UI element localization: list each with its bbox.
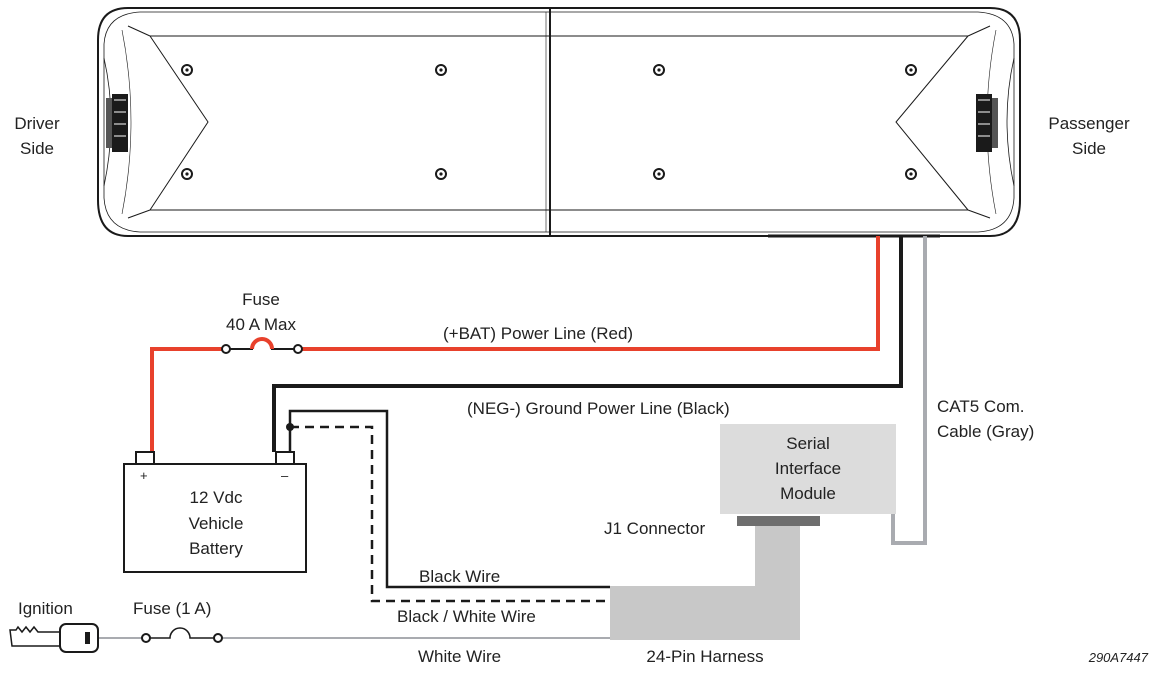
module-label-2: Interface — [775, 459, 841, 478]
black-white-wire-label: Black / White Wire — [397, 607, 536, 626]
main-fuse — [221, 337, 303, 354]
j1-connector — [737, 516, 820, 526]
passenger-side-label-1: Passenger — [1048, 114, 1130, 133]
left-end-connector — [106, 94, 128, 152]
serial-interface-module — [720, 424, 896, 514]
vehicle-battery — [123, 451, 307, 573]
power-line-label: (+BAT) Power Line (Red) — [443, 324, 633, 343]
passenger-side-label-2: Side — [1072, 139, 1106, 158]
light-bar — [97, 7, 1021, 238]
ignition-label: Ignition — [18, 599, 73, 618]
battery-positive-label: + — [140, 468, 148, 483]
module-label-3: Module — [780, 484, 836, 503]
light-bar-outline — [97, 7, 1021, 237]
fuse-main-label-2: 40 A Max — [226, 315, 296, 334]
black-ground-wire — [272, 236, 903, 452]
cat5-gray-cable — [891, 236, 927, 545]
j1-connector-label: J1 Connector — [604, 519, 705, 538]
cat5-label-2: Cable (Gray) — [937, 422, 1034, 441]
black-white-wire — [290, 425, 610, 603]
harness-24-pin — [610, 526, 800, 640]
red-power-wire — [150, 236, 880, 452]
ignition-fuse — [141, 627, 223, 643]
ground-line-label: (NEG-) Ground Power Line (Black) — [467, 399, 730, 418]
battery-label-1: 12 Vdc — [190, 488, 243, 507]
white-wire-label: White Wire — [418, 647, 501, 666]
module-label-1: Serial — [786, 434, 829, 453]
driver-side-label-2: Side — [20, 139, 54, 158]
harness-label: 24-Pin Harness — [646, 647, 763, 666]
right-end-connector — [976, 94, 998, 152]
ignition-fuse-label: Fuse (1 A) — [133, 599, 211, 618]
ignition-key-icon — [9, 623, 99, 653]
black-wire-label: Black Wire — [419, 567, 500, 586]
cat5-label-1: CAT5 Com. — [937, 397, 1025, 416]
driver-side-label-1: Driver — [14, 114, 60, 133]
fuse-main-label-1: Fuse — [242, 290, 280, 309]
battery-negative-label: – — [281, 468, 289, 483]
mounting-holes — [181, 64, 917, 180]
battery-label-3: Battery — [189, 539, 243, 558]
battery-label-2: Vehicle — [189, 514, 244, 533]
figure-code: 290A7447 — [1088, 650, 1149, 665]
black-wire — [288, 409, 610, 589]
